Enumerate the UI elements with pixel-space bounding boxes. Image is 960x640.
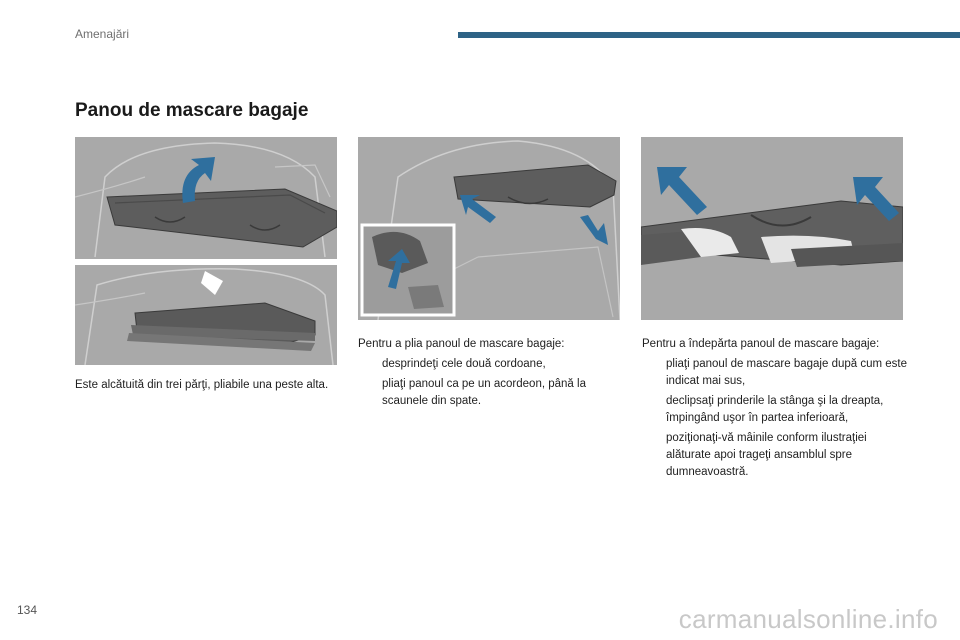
- cover-in-place-drawing: [75, 142, 337, 258]
- illustration-divider: [75, 259, 337, 265]
- caption-right: Pentru a îndepărta panoul de mascare bag…: [642, 336, 912, 481]
- illustration-cover-in-place: [75, 137, 337, 259]
- caption-left: Este alcătuită din trei părţi, pliabile …: [75, 377, 340, 394]
- list-item: pliaţi panoul de mascare bagaje după cum…: [666, 358, 908, 387]
- caption-left-text: Este alcătuită din trei părţi, pliabile …: [75, 379, 329, 391]
- illustration-cover-stacked: [75, 265, 337, 365]
- list-item: pliaţi panoul ca pe un acordeon, până la…: [382, 378, 586, 407]
- watermark: carmanualsonline.info: [678, 604, 938, 634]
- list-item: desprindeţi cele două cordoane,: [382, 358, 546, 370]
- illustration-removal: [641, 137, 903, 320]
- folding-cords-drawing: [360, 140, 620, 320]
- section-label: Amenajări: [75, 27, 130, 41]
- removal-drawing: [641, 167, 903, 267]
- header-accent-bar: [458, 32, 960, 38]
- list-item: declipsaţi prinderile la stânga şi la dr…: [666, 395, 884, 424]
- arrow-icon: [460, 195, 608, 245]
- down-arrow-icon: [201, 271, 223, 295]
- caption-middle: Pentru a plia panoul de mascare bagaje: …: [358, 336, 623, 410]
- page-number: 134: [17, 603, 38, 617]
- cover-stacked-drawing: [75, 268, 334, 365]
- page-title: Panou de mascare bagaje: [75, 100, 309, 121]
- up-arrow-icon: [182, 157, 215, 203]
- caption-right-intro: Pentru a îndepărta panoul de mascare bag…: [642, 338, 880, 350]
- arrow-icon: [657, 167, 899, 221]
- list-item: poziţionaţi-vă mâinile conform ilustraţi…: [666, 432, 867, 478]
- illustration-folding-cords: [358, 137, 620, 320]
- caption-middle-intro: Pentru a plia panoul de mascare bagaje:: [358, 338, 565, 350]
